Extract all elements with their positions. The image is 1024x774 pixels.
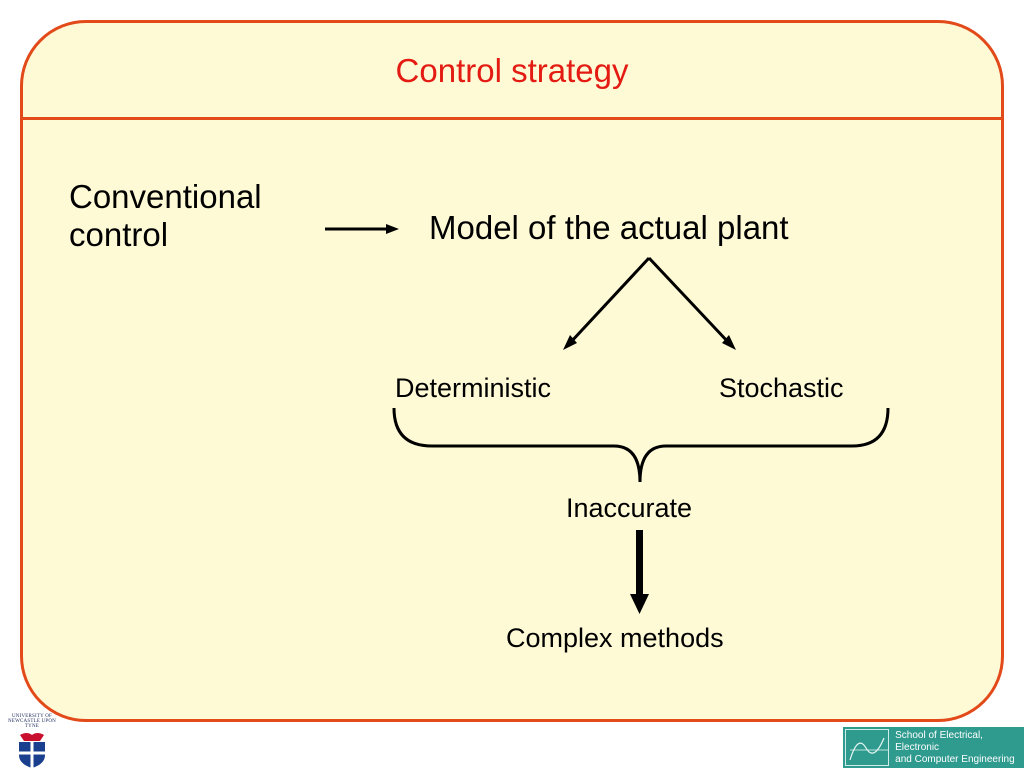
complex-methods-label: Complex methods — [506, 623, 724, 653]
stochastic-label: Stochastic — [719, 373, 844, 403]
university-name-line-2: NEWCASTLE UPON TYNE — [8, 719, 56, 729]
model-label: Model of the actual plant — [429, 209, 789, 246]
slide-frame — [20, 20, 1004, 722]
conventional-line-1: Conventional — [69, 178, 262, 215]
waveform-logo-icon — [845, 729, 890, 766]
conventional-line-2: control — [69, 216, 169, 253]
arrow-to-complex — [630, 530, 649, 614]
conventional-control-label: Conventional control — [69, 178, 262, 254]
school-name: School of Electrical, Electronic and Com… — [895, 730, 1024, 766]
title-divider — [23, 117, 1002, 120]
school-name-line-1: School of Electrical, Electronic — [895, 729, 983, 753]
university-name-line-1: UNIVERSITY OF — [11, 714, 53, 719]
curly-brace — [392, 407, 890, 483]
school-logo: School of Electrical, Electronic and Com… — [843, 727, 1024, 768]
arrow-to-model — [325, 224, 399, 234]
crest-icon — [19, 733, 45, 768]
branch-arrow-left — [563, 256, 651, 350]
university-logo: UNIVERSITY OF NEWCASTLE UPON TYNE — [7, 714, 57, 768]
school-name-line-2: and Computer Engineering — [895, 753, 1015, 765]
deterministic-label: Deterministic — [395, 373, 552, 403]
slide-title: Control strategy — [395, 52, 629, 89]
inaccurate-label: Inaccurate — [566, 493, 693, 523]
branch-arrow-right — [647, 256, 736, 350]
